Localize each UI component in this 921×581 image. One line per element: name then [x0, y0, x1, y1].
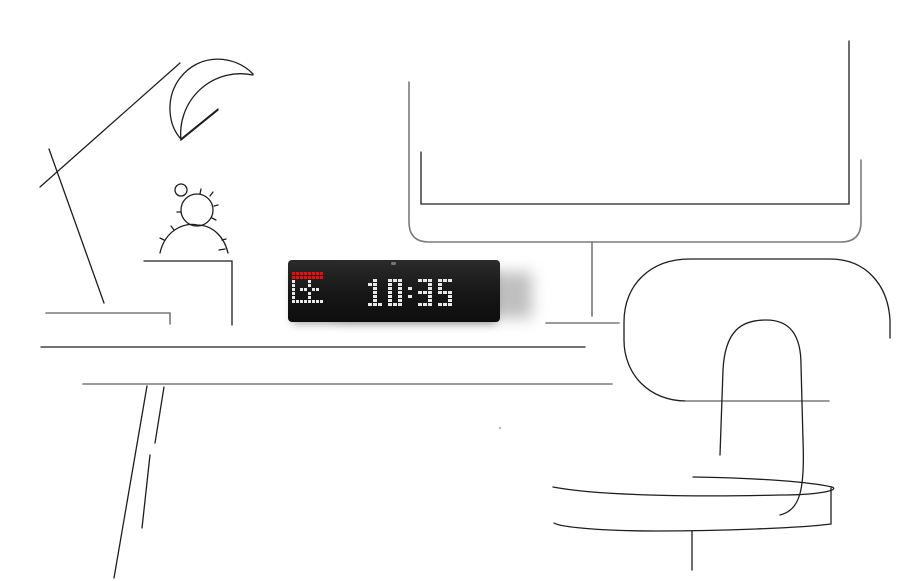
smart-clock-device: 10:35	[288, 260, 500, 322]
cactus-plant	[159, 183, 229, 254]
books-stack	[45, 312, 171, 325]
computer-monitor	[408, 40, 862, 324]
desk	[40, 346, 613, 579]
office-chair	[552, 258, 891, 571]
desk-lamp	[39, 58, 254, 304]
clock-top-button[interactable]	[391, 262, 396, 265]
plant-stand	[143, 260, 233, 326]
calendar-icon	[292, 272, 323, 303]
clock-time-display	[368, 279, 452, 306]
clock-time-text: 10:35	[288, 260, 289, 261]
